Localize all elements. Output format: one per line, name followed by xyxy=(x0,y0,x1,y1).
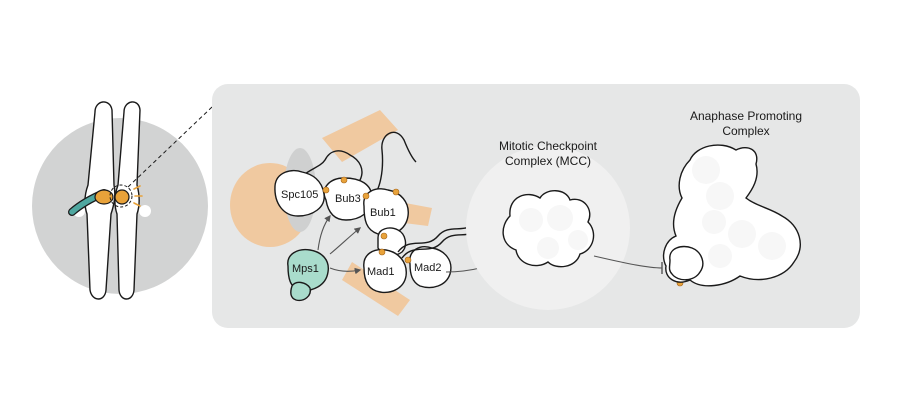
inhibition-arrow xyxy=(593,255,663,274)
arrow-mps1-bub1 xyxy=(329,227,362,255)
mad1-protein xyxy=(363,248,407,294)
apc-complex xyxy=(662,144,801,287)
mcc-complex xyxy=(502,190,595,268)
mad2-label: Mad2 xyxy=(414,262,442,274)
zoom-highlight xyxy=(109,184,133,208)
inset-spot-right xyxy=(139,205,151,217)
centromere-right xyxy=(114,189,130,205)
centromere-left xyxy=(94,189,114,205)
apc-title-line2: Complex xyxy=(722,124,769,138)
mad2-protein xyxy=(409,246,452,289)
mad1-label: Mad1 xyxy=(367,266,395,278)
chromosome-inset xyxy=(32,101,208,300)
bub1-label: Bub1 xyxy=(370,207,396,219)
mcc-title-line1: Mitotic Checkpoint xyxy=(499,139,598,153)
bub1-protein xyxy=(363,188,409,236)
zoom-line xyxy=(127,106,213,188)
spc105-label: Spc105 xyxy=(281,189,318,201)
apc-title-line1: Anaphase Promoting xyxy=(690,109,802,123)
mps1-label: Mps1 xyxy=(292,263,319,275)
bub3-label: Bub3 xyxy=(335,193,361,205)
mcc-title-line2: Complex (MCC) xyxy=(505,154,591,168)
arrow-mps1-spc105 xyxy=(317,214,331,251)
mps1-protein-lobe xyxy=(290,281,311,302)
arrow-mps1-mad1 xyxy=(329,267,362,275)
signal-rays xyxy=(133,185,143,207)
